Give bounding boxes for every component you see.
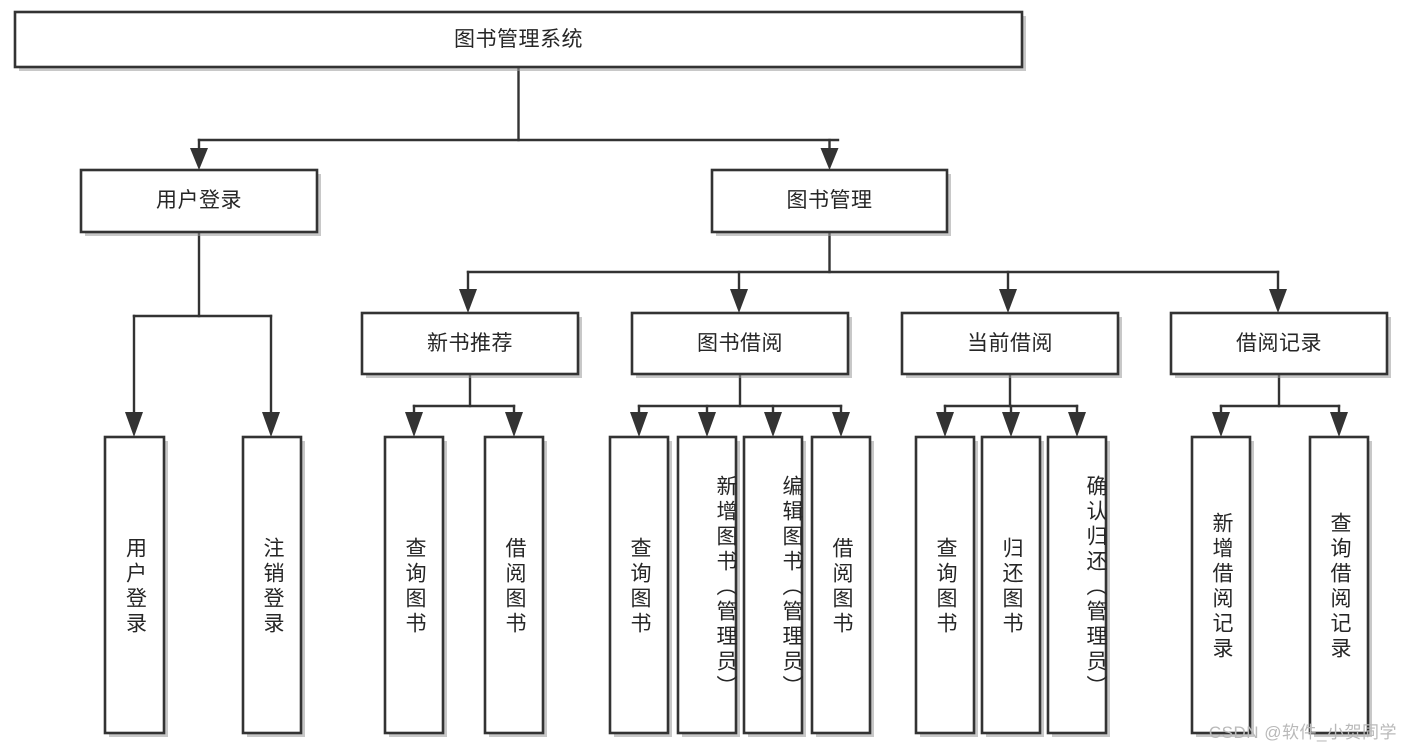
node-box-group [13,10,1391,737]
leaf-box-12[interactable] [1308,435,1370,735]
leaf-box-8[interactable] [914,435,976,735]
leaf-box-7[interactable] [810,435,872,735]
leaf-box-4[interactable] [608,435,670,735]
leaf-box-2[interactable] [383,435,445,735]
leaf-box-11[interactable] [1190,435,1252,735]
leaf-box-5[interactable] [676,435,738,735]
node-box-book-mgmt[interactable] [710,168,949,234]
arrowhead-bookborrow-leaf-1 [630,412,648,437]
node-box-user-login[interactable] [79,168,319,234]
connector-group [125,65,1348,437]
node-box-book-borrow[interactable] [630,311,850,376]
arrowhead-borrowrecord-leaf-1 [1212,412,1230,437]
arrowhead-leaf-logout [262,412,280,437]
arrowhead-newbook-leaf-1 [405,412,423,437]
leaf-box-10[interactable] [1046,435,1108,735]
arrowhead-bookborrow-leaf-3 [764,412,782,437]
arrowhead-book-borrow [730,289,748,313]
arrowhead-currentborrow-leaf-3 [1068,412,1086,437]
node-box-new-book-rec[interactable] [360,311,580,376]
arrowhead-book-mgmt [820,148,839,170]
watermark-text: CSDN @软件_小贺同学 [1208,723,1397,742]
arrowhead-bookborrow-leaf-2 [698,412,716,437]
arrowhead-current-borrow [999,289,1017,313]
arrowhead-borrowrecord-leaf-2 [1330,412,1348,437]
node-box-current-borrow[interactable] [900,311,1120,376]
arrowhead-currentborrow-leaf-2 [1002,412,1020,437]
node-box-borrow-record[interactable] [1169,311,1389,376]
leaf-box-3[interactable] [483,435,545,735]
arrowhead-currentborrow-leaf-1 [936,412,954,437]
leaf-box-6[interactable] [742,435,804,735]
arrowhead-newbook-leaf-2 [505,412,523,437]
node-box-root[interactable] [13,10,1024,69]
leaf-box-9[interactable] [980,435,1042,735]
leaf-box-1[interactable] [241,435,303,735]
arrowhead-user-login [190,148,208,170]
leaf-box-0[interactable] [103,435,166,735]
arrowhead-bookborrow-leaf-4 [832,412,850,437]
arrowhead-borrow-record [1269,289,1287,313]
arrowhead-leaf-user-login [125,412,143,437]
arrowhead-new-book-rec [459,289,477,313]
